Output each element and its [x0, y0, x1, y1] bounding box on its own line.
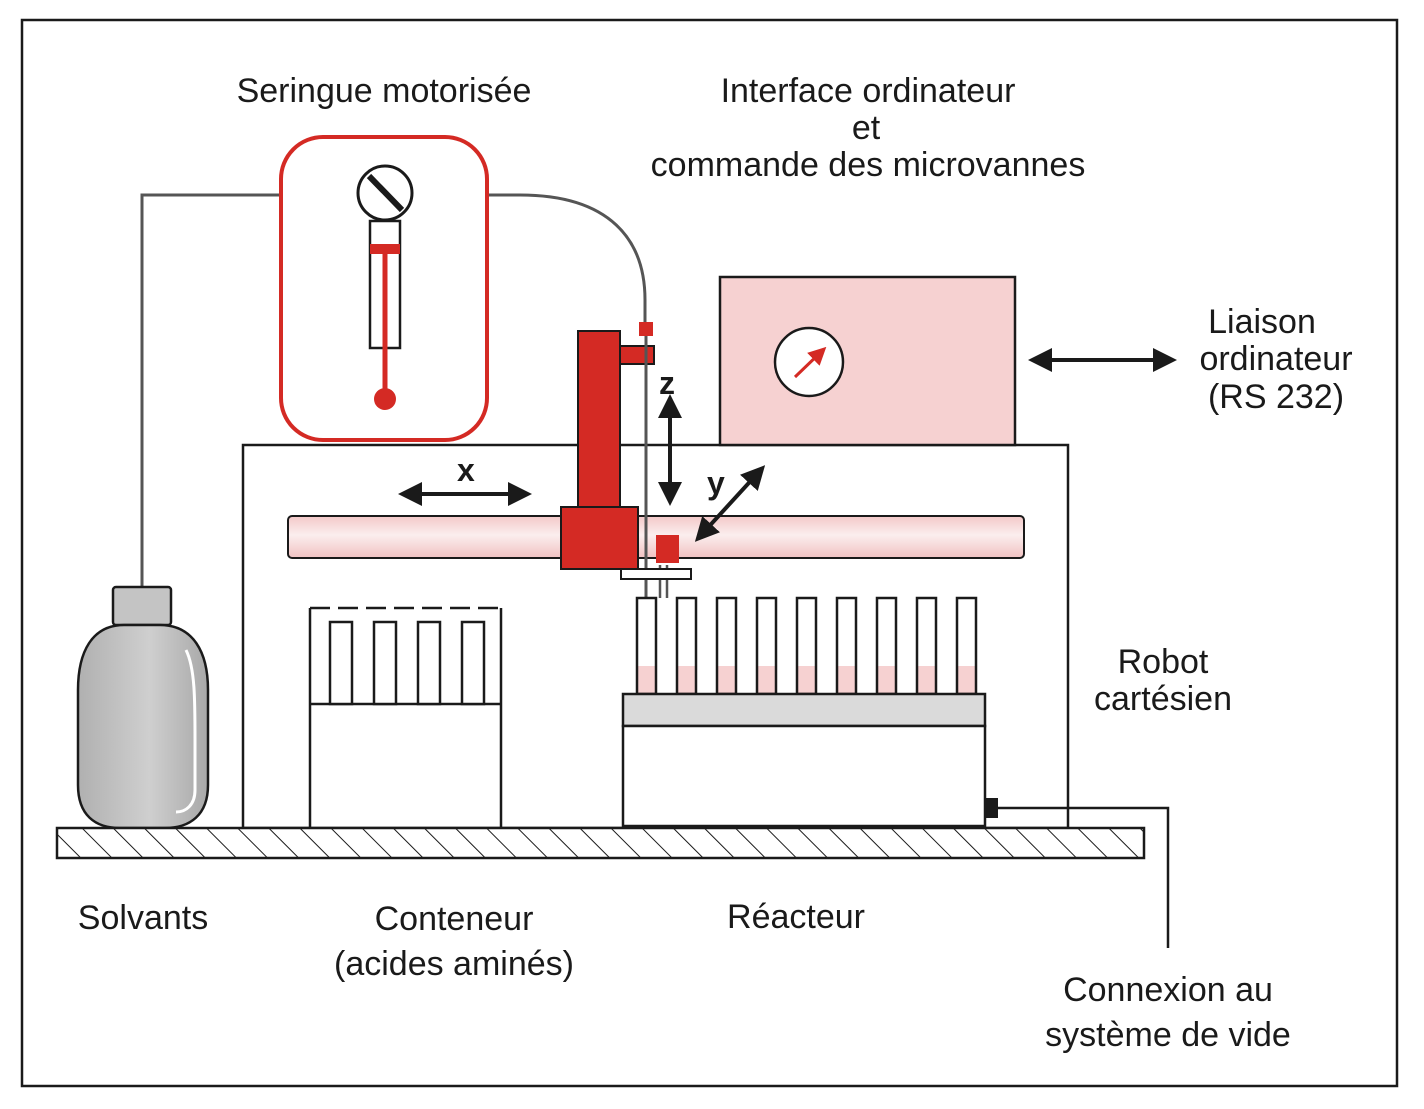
outer-frame — [20, 18, 1399, 1088]
needle-tip-marker — [639, 322, 653, 336]
container-vials — [328, 620, 486, 706]
amino-acid-container — [308, 606, 503, 828]
container-vial — [416, 620, 442, 706]
reactor — [621, 596, 998, 828]
link-label-line2: ordinateur — [1199, 340, 1352, 378]
container-vial — [460, 620, 486, 706]
interface-box — [718, 275, 1017, 447]
syringe-needle-tube — [410, 193, 647, 325]
robot-label-line1: Robot — [1118, 643, 1209, 681]
syringe-plunger-head — [370, 244, 400, 254]
solvents-label: Solvants — [78, 899, 208, 937]
interface-label-line2: et — [852, 109, 881, 147]
z-column — [577, 330, 621, 512]
z-column-arm — [619, 345, 655, 365]
x-carriage — [560, 506, 639, 570]
bench-base — [55, 826, 1146, 860]
vacuum-line — [998, 806, 1170, 948]
syringe-plunger-knob — [374, 388, 396, 410]
container-vial — [328, 620, 354, 706]
container-vial — [372, 620, 398, 706]
motorized-syringe — [279, 135, 489, 442]
solvent-bottle — [76, 585, 210, 830]
vacuum-port — [986, 798, 998, 818]
link-label-line1: Liaison — [1208, 303, 1316, 341]
vacuum-label-line2: système de vide — [1045, 1016, 1291, 1054]
reactor-label: Réacteur — [727, 898, 865, 936]
gauge-icon — [773, 326, 845, 398]
y-axis-arrow — [694, 465, 766, 542]
y-axis-label: y — [707, 465, 725, 501]
syringe-label: Seringue motorisée — [237, 72, 532, 110]
x-axis-label: x — [457, 452, 475, 488]
container-label-line2: (acides aminés) — [334, 945, 574, 983]
y-carriage — [656, 535, 679, 563]
z-axis-label: z — [659, 365, 675, 401]
interface-label-line3: commande des microvannes — [651, 146, 1086, 184]
link-label-line3: (RS 232) — [1208, 378, 1344, 416]
robot-label-line2: cartésien — [1094, 680, 1232, 718]
container-label-line1: Conteneur — [375, 900, 534, 938]
interface-label-line1: Interface ordinateur — [721, 72, 1016, 110]
vacuum-label-line1: Connexion au — [1063, 971, 1273, 1009]
needle-holder-plate — [620, 568, 692, 580]
